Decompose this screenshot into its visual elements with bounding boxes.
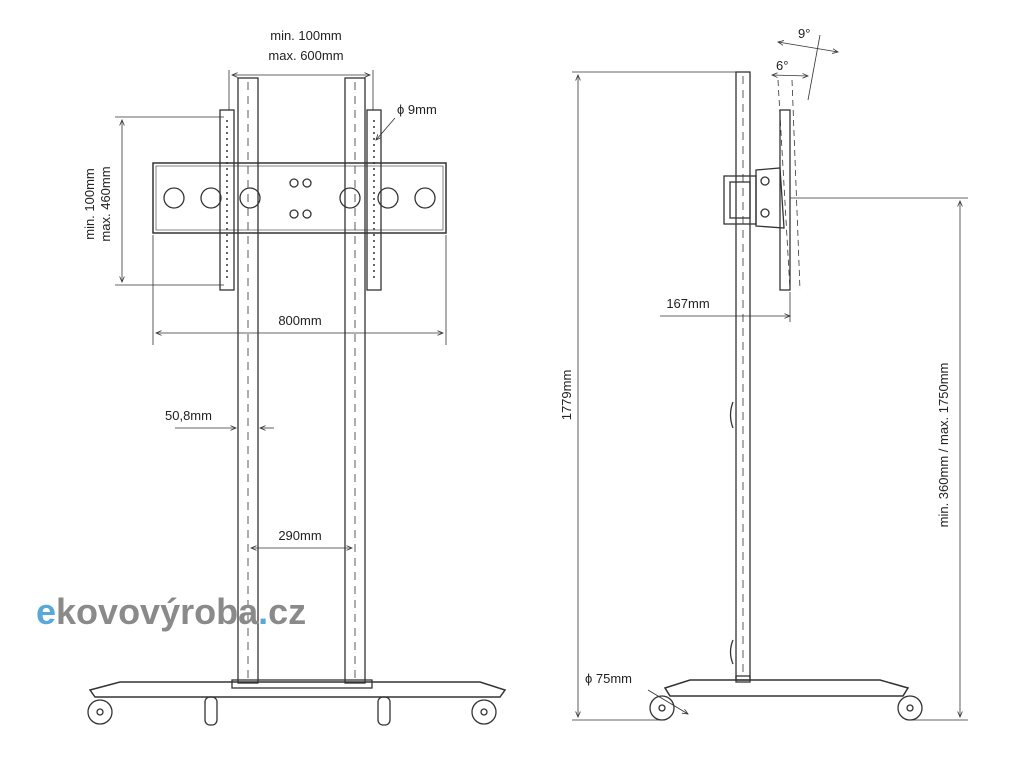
- vesa-width-max-label: max. 600mm: [268, 48, 343, 63]
- front-base: [88, 681, 507, 698]
- pole-diameter-label: 50,8mm: [165, 408, 212, 423]
- svg-text:ekovovýroba.cz: ekovovýroba.cz: [36, 591, 306, 632]
- side-view: [649, 71, 923, 721]
- front-labels: min. 100mm max. 600mm ϕ 9mm min. 100mm m…: [82, 28, 437, 543]
- side-screen-bracket: [779, 109, 791, 291]
- side-clamp: [723, 175, 757, 225]
- wheel-diameter-label: ϕ 75mm: [585, 671, 632, 686]
- logo-main-text: kovovýroba: [56, 591, 259, 632]
- logo-dot: .: [258, 591, 268, 632]
- vesa-height-min-label: min. 100mm: [82, 168, 97, 240]
- brand-logo: ekovovýroba.cz: [36, 591, 306, 632]
- plate-width-label: 800mm: [278, 313, 321, 328]
- tilt-back-label: 6°: [776, 58, 788, 73]
- mount-height-label: min. 360mm / max. 1750mm: [936, 363, 951, 528]
- side-base: [663, 679, 910, 697]
- mounting-plate: [152, 162, 447, 234]
- tilt-forward-label: 9°: [798, 26, 810, 41]
- logo-tld: cz: [268, 591, 306, 632]
- right-pole: [344, 77, 366, 684]
- side-wheels: [649, 695, 923, 721]
- side-dimensions: [572, 34, 968, 721]
- bolt-diameter-label: ϕ 9mm: [397, 102, 437, 117]
- front-view: [87, 77, 507, 726]
- side-labels: 9° 6° 167mm 1779mm min. 360mm / max. 175…: [559, 26, 951, 686]
- total-height-label: 1779mm: [559, 370, 574, 421]
- logo-accent-letter: e: [36, 591, 56, 632]
- front-wheels: [87, 696, 497, 726]
- left-bracket: [219, 109, 235, 291]
- front-dimensions: [115, 70, 447, 548]
- pole-spacing-label: 290mm: [278, 528, 321, 543]
- vesa-width-min-label: min. 100mm: [270, 28, 342, 43]
- right-bracket: [366, 109, 382, 291]
- vesa-height-max-label: max. 460mm: [98, 166, 113, 241]
- depth-offset-label: 167mm: [666, 296, 709, 311]
- left-pole: [237, 77, 259, 684]
